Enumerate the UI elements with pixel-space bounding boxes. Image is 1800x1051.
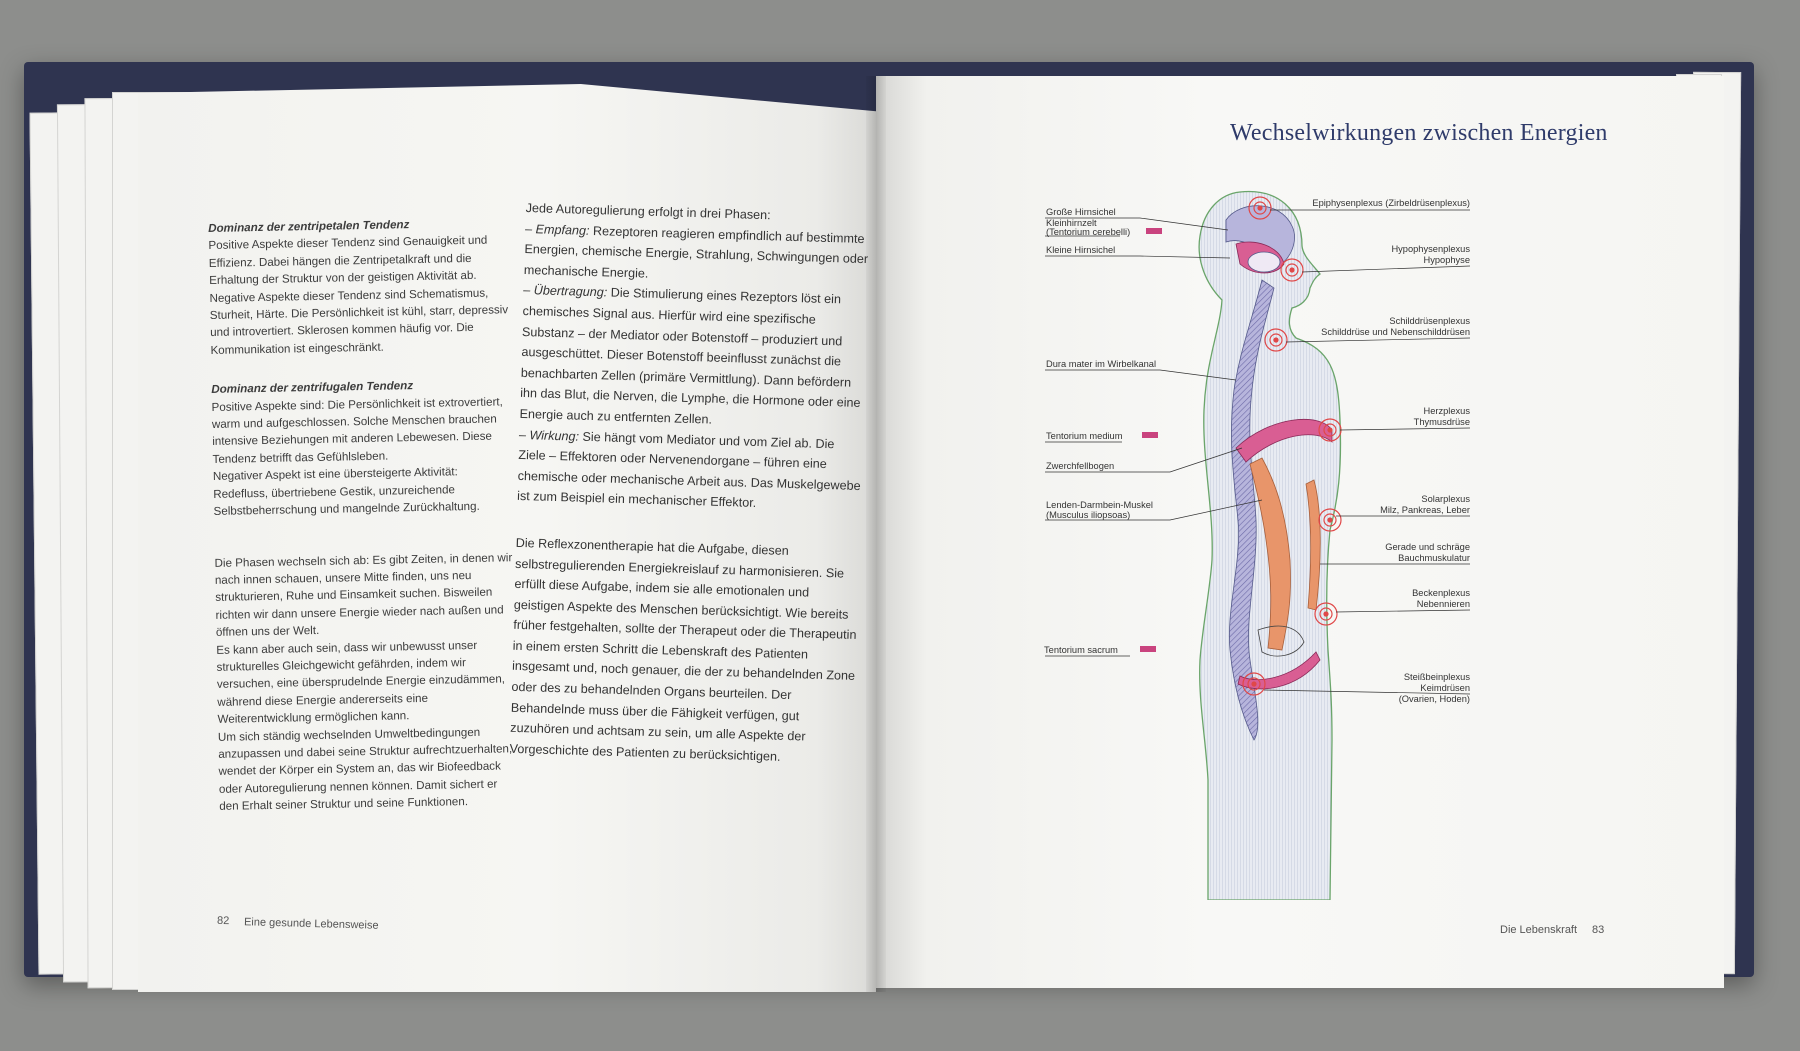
leader-lines-right <box>1263 209 1471 695</box>
plexus-markers <box>1242 196 1342 696</box>
list-term: – Empfang: <box>524 221 590 238</box>
diaphragm <box>1235 418 1333 463</box>
label-tentorium-sacrum: Tentorium sacrum <box>1044 645 1118 655</box>
section-centrifugal: Dominanz der zentrifugalen Tendenz Posit… <box>211 375 514 520</box>
iliopsoas-muscle <box>1249 457 1291 651</box>
label-hypophyse: Hypophyse <box>1423 255 1470 265</box>
label-tentorium-cerebelli: (Tentorium cerebelli) <box>1046 227 1130 237</box>
paragraph: Negative Aspekte dieser Tendenz sind Sch… <box>209 286 509 357</box>
label-lenden-darmbein: Lenden-Darmbein-Muskel <box>1046 500 1153 510</box>
label-beckenplexus: Beckenplexus <box>1412 588 1470 598</box>
list-term: – Übertragung: <box>523 283 608 300</box>
label-dura-mater: Dura mater im Wirbelkanal <box>1046 359 1156 369</box>
label-schilddruese: Schilddrüse und Nebenschilddrüsen <box>1321 327 1470 337</box>
label-epiphysenplexus: Epiphysenplexus (Zirbeldrüsenplexus) <box>1312 198 1470 208</box>
list-term: – Wirkung: <box>518 427 580 444</box>
dura-mater <box>1228 279 1275 741</box>
label-thymusdruese: Thymusdrüse <box>1414 417 1470 427</box>
label-herzplexus: Herzplexus <box>1423 406 1470 416</box>
label-gerade-schraege: Gerade und schräge <box>1385 542 1470 552</box>
label-grosse-hirnsichel: Große Hirnsichel <box>1046 207 1116 217</box>
book-gutter <box>866 76 886 992</box>
label-nebennieren: Nebennieren <box>1417 599 1470 609</box>
label-steissbeinplexus: Steißbeinplexus <box>1404 672 1471 682</box>
membrane-markers <box>1140 228 1162 652</box>
label-hypophysenplexus: Hypophysenplexus <box>1391 244 1470 254</box>
paragraph: Positive Aspekte sind: Die Persönlichkei… <box>211 395 503 466</box>
page-number: 83 <box>1592 924 1605 936</box>
list-item: – Übertragung: Die Stimulierung eines Re… <box>519 280 869 434</box>
paragraph: Um sich ständig wechselnden Umweltbeding… <box>217 725 513 814</box>
list-item: – Wirkung: Sie hängt vom Mediator und vo… <box>517 424 865 517</box>
pelvis-outline <box>1257 625 1305 657</box>
brain-ventricle <box>1247 251 1281 273</box>
energy-anatomy-diagram: Große Hirnsichel Kleinhirnzelt (Tentoriu… <box>1044 190 1471 900</box>
label-tentorium-medium: Tentorium medium <box>1046 431 1123 441</box>
right-text-column: Jede Autoregulierung erfolgt in drei Pha… <box>509 198 872 769</box>
page-title: Wechselwirkungen zwischen Energien <box>1230 120 1608 146</box>
label-iliopsoas: (Musculus iliopsoas) <box>1046 510 1130 520</box>
left-page <box>138 84 876 992</box>
label-bauchmuskulatur: Bauchmuskulatur <box>1398 553 1470 563</box>
section-phases: Die Phasen wechseln sich ab: Es gibt Zei… <box>214 549 519 816</box>
label-solarplexus: Solarplexus <box>1421 494 1470 504</box>
running-footer: Die Lebenskraft <box>1500 924 1578 936</box>
paragraph: Positive Aspekte dieser Tendenz sind Gen… <box>208 234 488 288</box>
label-ovarien-hoden: (Ovarien, Hoden) <box>1399 694 1470 704</box>
paragraph: Die Phasen wechseln sich ab: Es gibt Zei… <box>214 550 513 640</box>
label-zwerchfellbogen: Zwerchfellbogen <box>1046 461 1114 471</box>
labels-left: Große Hirnsichel Kleinhirnzelt (Tentoriu… <box>1044 207 1156 655</box>
label-kleine-hirnsichel: Kleine Hirnsichel <box>1046 245 1115 255</box>
list-text: Die Stimulierung eines Rezeptors löst ei… <box>519 285 861 427</box>
page-number: 82 <box>216 914 230 928</box>
label-kleinhirnzelt: Kleinhirnzelt <box>1046 218 1097 228</box>
labels-right: Epiphysenplexus (Zirbeldrüsenplexus) Hyp… <box>1312 198 1470 704</box>
section-centripetal: Dominanz der zentripetalen Tendenz Posit… <box>208 214 511 359</box>
paragraph: Negativer Aspekt ist eine übersteigerte … <box>212 465 480 519</box>
list-item: – Empfang: Rezeptoren reagieren empfindl… <box>524 219 872 291</box>
label-keimdruesen: Keimdrüsen <box>1420 683 1470 693</box>
label-schilddruesenplexus: Schilddrüsenplexus <box>1389 316 1470 326</box>
left-text-column: Dominanz der zentripetalen Tendenz Posit… <box>208 214 520 837</box>
leader-lines-left <box>1045 217 1263 657</box>
label-milz-pankreas-leber: Milz, Pankreas, Leber <box>1380 505 1470 515</box>
paragraph: Die Reflexzonentherapie hat die Aufgabe,… <box>509 535 857 764</box>
paragraph: Es kann aber auch sein, dass wir unbewus… <box>216 638 506 727</box>
